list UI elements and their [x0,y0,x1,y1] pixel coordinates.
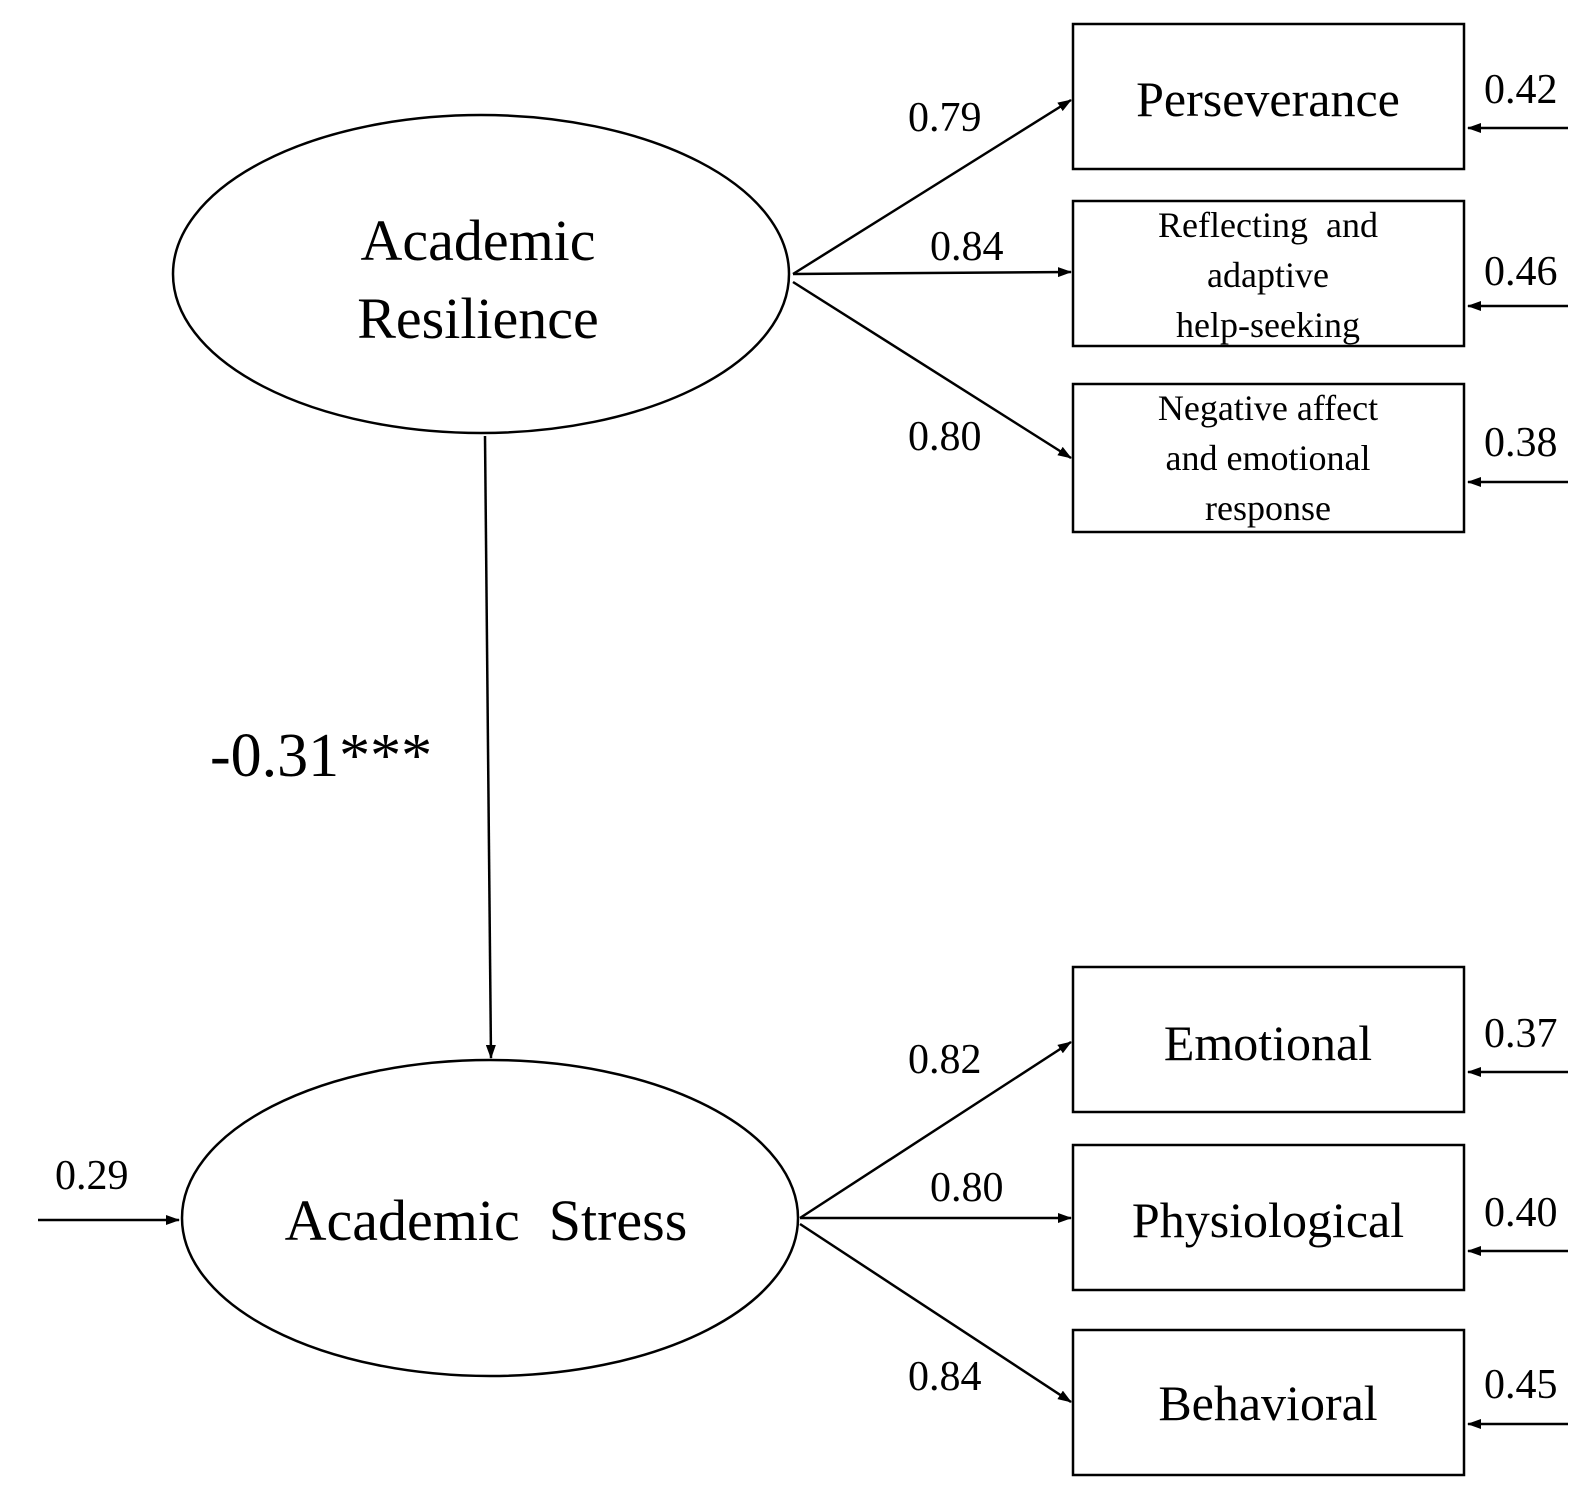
loading-arrow-perseverance [792,98,1072,276]
latent-academic-stress [180,1058,800,1378]
loading-arrow-reflecting [792,267,1072,278]
loading-value-behavioral: 0.84 [908,1354,982,1400]
latent-academic-resilience-label-line1: Academic [360,208,595,273]
error-value-reflecting: 0.46 [1484,249,1558,295]
error-value-negative-affect: 0.38 [1484,420,1558,466]
structural-path-arrow [483,435,496,1059]
indicator-box-behavioral [1071,1328,1466,1477]
disturbance-value-academic-stress: 0.29 [55,1153,129,1199]
indicator-label-negative-line3: response [1205,488,1331,528]
error-value-emotional: 0.37 [1484,1011,1558,1057]
error-value-physiological: 0.40 [1484,1190,1558,1236]
indicator-box-perseverance [1071,22,1466,171]
indicator-label-negative-line2: and emotional [1166,438,1371,478]
loading-value-physiological: 0.80 [930,1165,1004,1211]
indicator-label-behavioral: Behavioral [1158,1375,1377,1431]
indicator-box-physiological [1071,1143,1466,1292]
loading-arrow-negative-affect [792,280,1072,460]
indicator-label-physiological: Physiological [1132,1192,1404,1248]
structural-path-coefficient: -0.31*** [210,722,432,790]
loading-value-reflecting: 0.84 [930,224,1004,270]
loading-value-perseverance: 0.79 [908,95,982,141]
error-value-behavioral: 0.45 [1484,1362,1558,1408]
loading-value-emotional: 0.82 [908,1037,982,1083]
latent-academic-resilience [171,113,791,435]
loading-value-negative-affect: 0.80 [908,414,982,460]
indicator-box-negative-affect [1071,382,1466,534]
indicator-label-emotional: Emotional [1164,1015,1372,1071]
indicator-box-emotional [1071,965,1466,1114]
indicator-label-negative-line1: Negative affect [1158,388,1378,428]
loading-arrow-behavioral [799,1222,1072,1404]
latent-academic-resilience-label-line2: Resilience [357,286,599,351]
indicator-label-reflecting-line3: help-seeking [1176,305,1360,345]
indicator-box-reflecting [1071,199,1466,348]
indicator-label-reflecting-line1: Reflecting and [1158,205,1378,245]
latent-academic-stress-label: Academic Stress [285,1188,688,1253]
loading-arrow-emotional [799,1040,1072,1220]
indicator-label-perseverance: Perseverance [1136,71,1400,127]
indicator-label-reflecting-line2: adaptive [1207,255,1329,295]
error-value-perseverance: 0.42 [1484,67,1558,113]
